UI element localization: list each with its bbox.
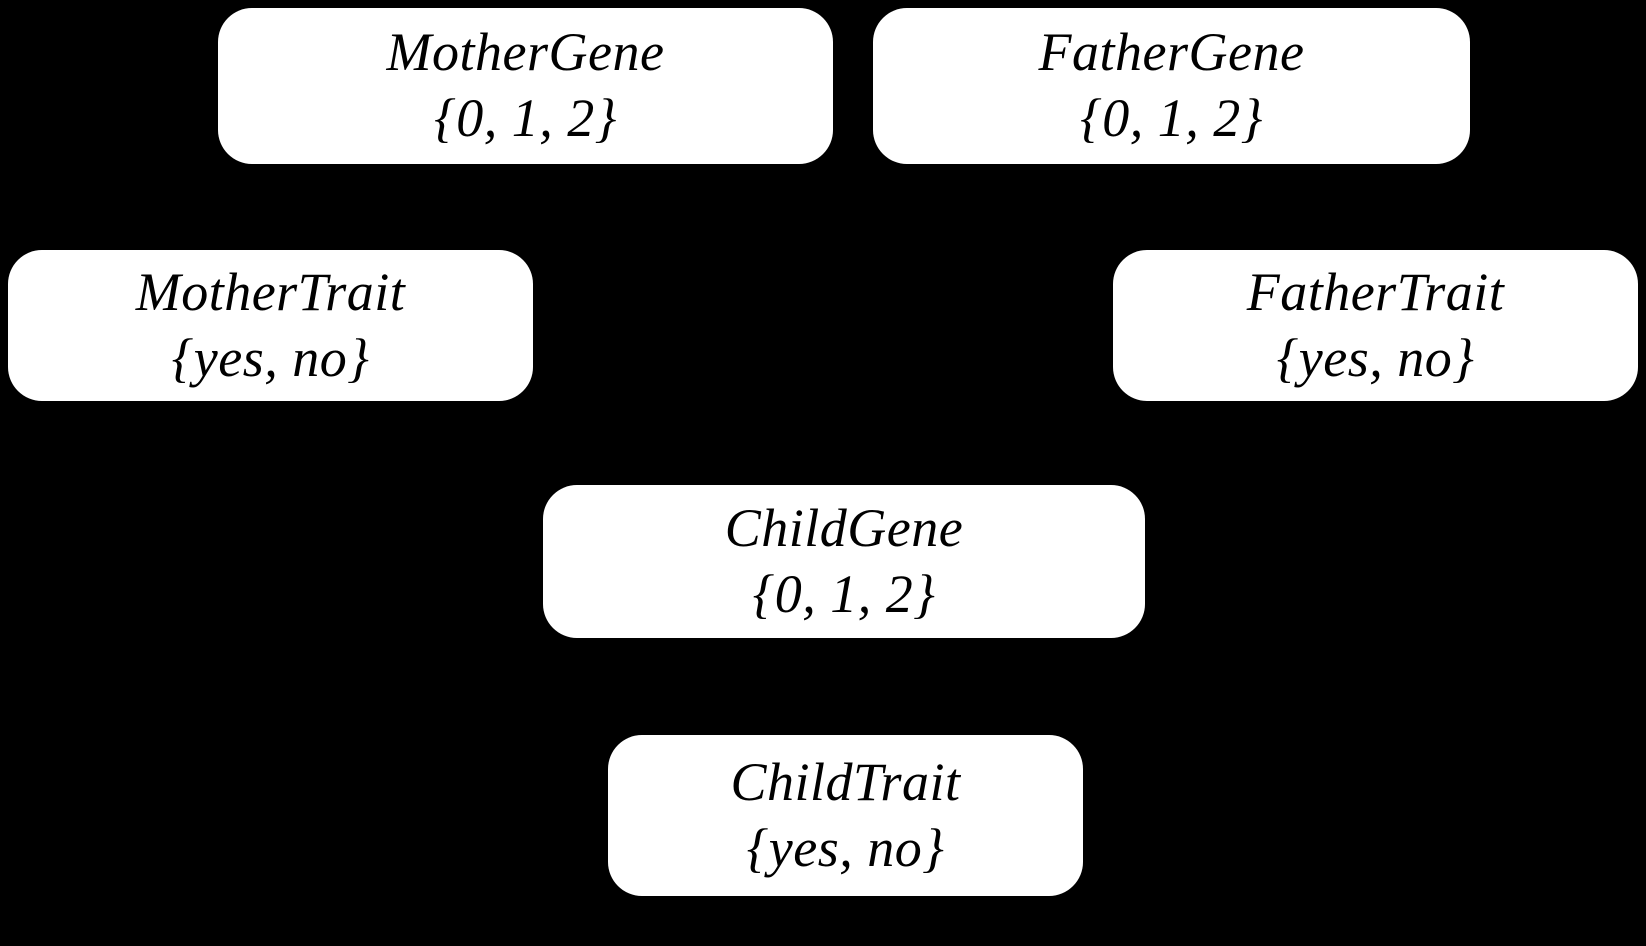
node-father-trait[interactable]: FatherTrait {yes, no} [1113,250,1638,401]
node-child-gene-label: ChildGene [724,497,964,558]
node-mother-trait-domain: {yes, no} [171,327,370,388]
node-child-gene[interactable]: ChildGene {0, 1, 2} [543,485,1145,638]
node-father-trait-label: FatherTrait [1246,261,1505,322]
node-father-gene[interactable]: FatherGene {0, 1, 2} [873,8,1470,164]
node-child-gene-domain: {0, 1, 2} [752,563,936,624]
node-mother-trait-label: MotherTrait [135,261,406,322]
node-child-trait[interactable]: ChildTrait {yes, no} [608,735,1083,896]
node-mother-gene-label: MotherGene [386,22,665,83]
node-mother-gene[interactable]: MotherGene {0, 1, 2} [218,8,833,164]
node-father-gene-domain: {0, 1, 2} [1080,88,1263,148]
node-mother-trait[interactable]: MotherTrait {yes, no} [8,250,533,401]
node-child-trait-domain: {yes, no} [746,817,945,878]
node-father-gene-label: FatherGene [1038,22,1305,83]
node-father-trait-domain: {yes, no} [1276,327,1475,388]
node-mother-gene-domain: {0, 1, 2} [434,88,617,148]
node-child-trait-label: ChildTrait [730,751,961,812]
